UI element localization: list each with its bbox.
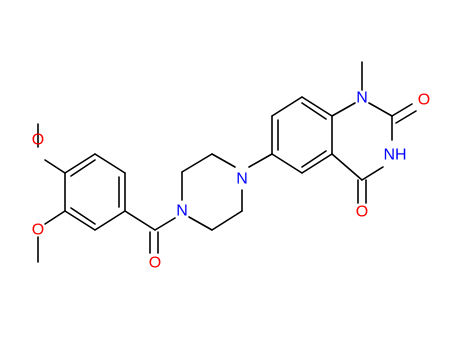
bond (368, 102, 393, 117)
atom-labels: O O O N N N O NH O (32, 90, 430, 272)
atom-label-oxygen: O (32, 222, 44, 239)
bond (301, 150, 327, 168)
bond (188, 216, 213, 231)
bond (154, 217, 176, 231)
atom-label-nitrogen: N (176, 203, 188, 220)
bond (395, 110, 417, 124)
bond (331, 102, 356, 117)
atom-label-oxygen: O (149, 255, 161, 272)
bond (391, 103, 413, 117)
bonds (37, 61, 417, 263)
bond (361, 166, 384, 181)
atom-label-nitrogen: N (356, 90, 368, 107)
bond (211, 210, 243, 231)
bond (64, 153, 96, 174)
bond (124, 210, 156, 231)
bond (44, 210, 66, 225)
bond (94, 210, 126, 231)
bond (301, 102, 327, 120)
bond (64, 210, 96, 231)
bond (331, 153, 363, 181)
bond (211, 153, 236, 168)
atom-label-oxygen: O (356, 204, 368, 221)
bond (271, 96, 303, 117)
atom-label-nh: NH (383, 147, 406, 164)
bond (301, 153, 333, 174)
bond (181, 153, 213, 173)
bond (271, 153, 303, 174)
bond (70, 159, 96, 177)
atom-label-oxygen: O (32, 132, 44, 149)
atom-label-nitrogen: N (236, 171, 248, 188)
bond (248, 153, 273, 168)
atom-label-oxygen: O (418, 92, 430, 109)
bond (94, 153, 126, 174)
bond (301, 96, 333, 117)
bond (70, 207, 96, 225)
bond (44, 159, 66, 174)
